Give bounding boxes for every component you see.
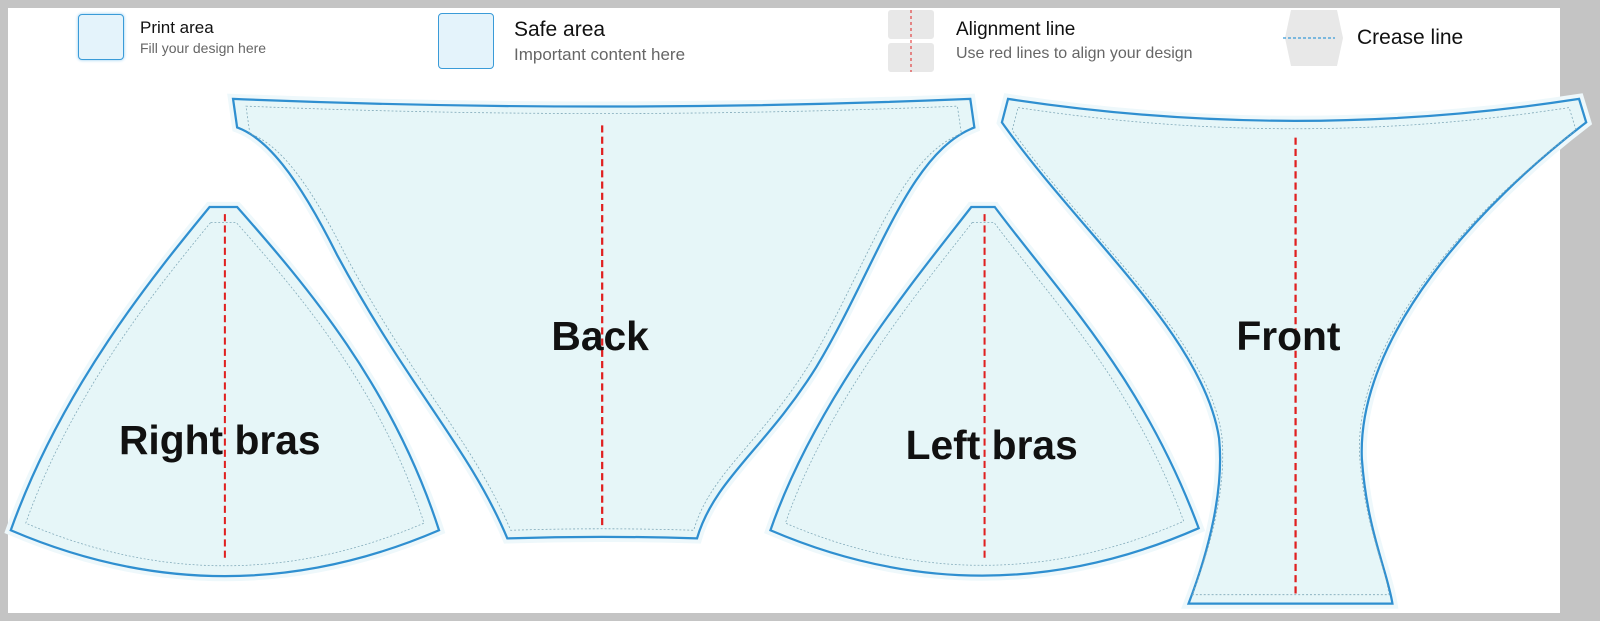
back-label: Back bbox=[551, 313, 649, 359]
legend-alignment-line: Alignment line Use red lines to align yo… bbox=[888, 10, 1193, 72]
legend-subtitle: Fill your design here bbox=[140, 40, 267, 56]
back-piece: Back bbox=[233, 99, 974, 538]
legend-print-area: Print area Fill your design here bbox=[78, 14, 266, 60]
legend-title: Safe area bbox=[514, 17, 606, 41]
legend-title: Alignment line bbox=[956, 19, 1076, 40]
front-label: Front bbox=[1236, 313, 1341, 359]
legend-title: Crease line bbox=[1357, 26, 1464, 49]
print-area-swatch-icon bbox=[78, 14, 124, 60]
right-bras-label: Right bras bbox=[119, 417, 321, 463]
front-piece: Front bbox=[1002, 99, 1586, 604]
legend-subtitle: Important content here bbox=[514, 44, 686, 64]
crease-line-icon bbox=[1283, 10, 1343, 66]
legend-subtitle: Use red lines to align your design bbox=[956, 45, 1193, 62]
safe-area-swatch-icon bbox=[438, 13, 494, 69]
alignment-line-icon bbox=[888, 10, 934, 72]
legend-safe-area: Safe area Important content here bbox=[438, 13, 685, 69]
legend: Print area Fill your design here Safe ar… bbox=[8, 8, 1560, 88]
left-bras-label: Left bras bbox=[906, 422, 1078, 468]
legend-title: Print area bbox=[140, 18, 214, 37]
legend-crease-line: Crease line bbox=[1283, 10, 1463, 66]
left-bras-piece: Left bras bbox=[770, 207, 1198, 576]
right-bras-piece: Right bras bbox=[11, 207, 439, 576]
